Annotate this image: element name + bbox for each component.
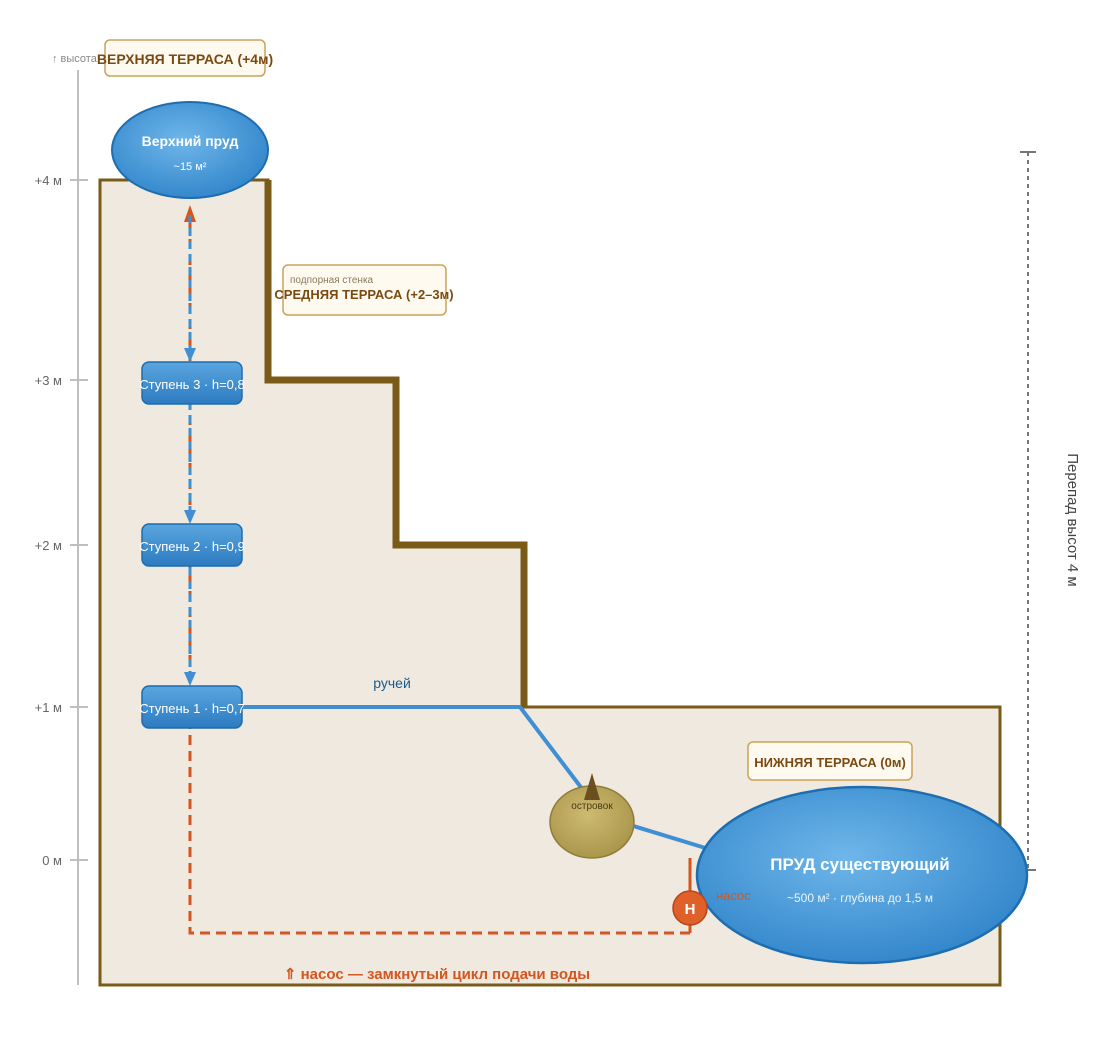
axis-tick-label-plus2: +2 м (35, 538, 62, 553)
stream (240, 705, 713, 852)
upper-pond (111, 101, 269, 199)
cascade-arrows (184, 348, 196, 686)
step-1-box (141, 685, 243, 729)
upper-terrace-label: ВЕРХНЯЯ ТЕРРАСА (+4м) (97, 51, 273, 67)
main-pond (695, 785, 1029, 965)
step-1-label: Ступень 1 · h=0,7 (139, 701, 245, 716)
main-pond-detail: ~500 м² · глубина до 1,5 м (787, 891, 933, 905)
cycle-caption: ⇑ насос — замкнутый цикл подачи воды (284, 966, 590, 983)
step-2-box (141, 523, 243, 567)
upper-pond-area: ~15 м² (174, 161, 207, 173)
pump-symbol: Н (685, 901, 696, 918)
tree-icon (584, 773, 600, 800)
pump-label: насос (716, 888, 751, 903)
lower-terrace-label: НИЖНЯЯ ТЕРРАСА (0м) (754, 755, 906, 770)
lower-terrace-label-box (747, 741, 913, 781)
step-3-box (141, 361, 243, 405)
upper-terrace-label-box (104, 39, 266, 77)
middle-terrace-note: подпорная стенка (290, 275, 374, 286)
axis-tick-label-plus4: +4 м (35, 173, 62, 188)
main-pond-name: ПРУД существующий (770, 855, 949, 874)
upper-pond-name: Верхний пруд (142, 133, 239, 149)
stream-label: ручей (373, 675, 411, 691)
retaining-wall (264, 180, 528, 707)
middle-terrace-label-box (282, 264, 447, 316)
island-label: островок (571, 801, 613, 812)
axis-tick-label-zero: 0 м (42, 853, 62, 868)
axis-ticks (70, 179, 88, 861)
middle-terrace-label: СРЕДНЯЯ ТЕРРАСА (+2–3м) (274, 287, 453, 302)
step-3-label: Ступень 3 · h=0,8 (139, 377, 245, 392)
axis-tick-label-plus3: +3 м (35, 373, 62, 388)
axis-tick-label-plus1: +1 м (35, 700, 62, 715)
step-2-label: Ступень 2 · h=0,9 (139, 539, 245, 554)
pump-icon (672, 890, 708, 926)
axis-title: ↑ высота (52, 53, 98, 65)
height-difference-label: Перепад высот 4 м (1064, 453, 1081, 586)
pump-pipe-arrow (184, 205, 196, 222)
